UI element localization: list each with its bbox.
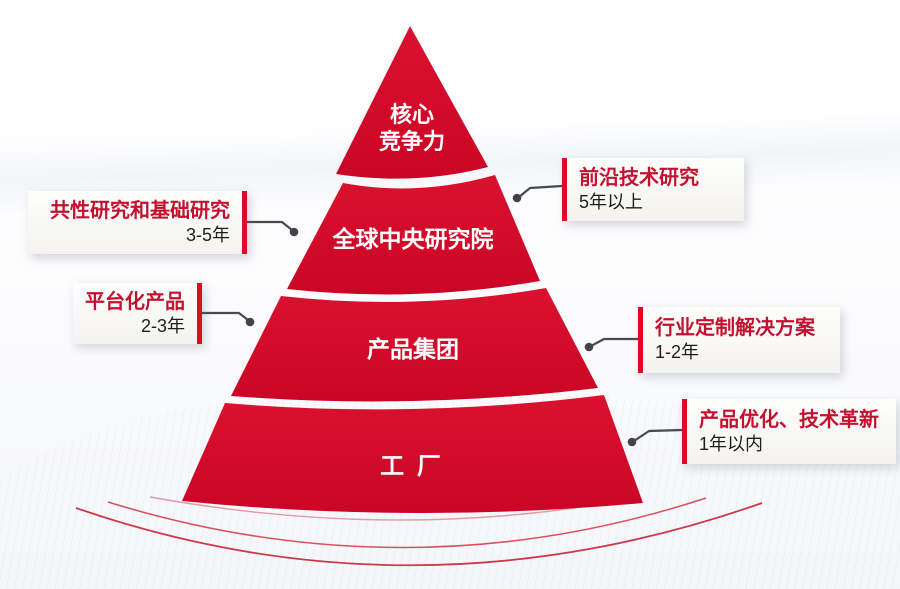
annotation-right-1-title: 前沿技术研究 xyxy=(579,166,699,189)
connector-dots xyxy=(245,193,637,447)
annotation-left-1-title: 共性研究和基础研究 xyxy=(50,199,230,222)
annotation-left-1-period: 3-5年 xyxy=(185,224,230,245)
connector-left-2 xyxy=(200,311,250,322)
annotation-right-3-title: 产品优化、技术革新 xyxy=(699,408,879,431)
pyramid-tiers xyxy=(182,26,643,514)
annotation-left-1: 共性研究和基础研究 3-5年 xyxy=(28,191,247,254)
annotation-right-3: 产品优化、技术革新 1年以内 xyxy=(682,399,896,464)
connector-right-3 xyxy=(632,428,684,443)
annotation-left-2: 平台化产品 2-3年 xyxy=(73,283,202,344)
tier-shape-factory xyxy=(182,395,643,514)
annotation-left-2-period: 2-3年 xyxy=(140,315,185,336)
tier-shape-institute xyxy=(287,175,540,295)
tier-shape-group xyxy=(231,288,598,402)
tier-label-core: 核心 竞争力 xyxy=(379,101,445,155)
annotation-right-1-period: 5年以上 xyxy=(579,191,644,212)
tier-label-core-line1: 核心 xyxy=(389,102,435,127)
connector-left-1 xyxy=(244,220,294,232)
tier-label-factory: 工 厂 xyxy=(380,453,444,480)
tier-label-institute: 全球中央研究院 xyxy=(332,226,494,252)
tier-label-group: 产品集团 xyxy=(367,336,459,362)
tier-label-core-line2: 竞争力 xyxy=(378,129,446,154)
connectors xyxy=(200,184,684,443)
annotation-left-2-title: 平台化产品 xyxy=(85,290,185,313)
tier-shape-core xyxy=(336,26,488,179)
connector-right-1 xyxy=(517,184,564,199)
annotation-right-2-period: 1-2年 xyxy=(655,342,700,362)
connector-right-2 xyxy=(589,337,640,348)
annotation-right-1: 前沿技术研究 5年以上 xyxy=(562,158,744,221)
annotation-right-2: 行业定制解决方案 1-2年 xyxy=(638,307,840,373)
annotation-right-2-title: 行业定制解决方案 xyxy=(655,317,815,339)
annotation-right-3-period: 1年以内 xyxy=(699,433,764,454)
